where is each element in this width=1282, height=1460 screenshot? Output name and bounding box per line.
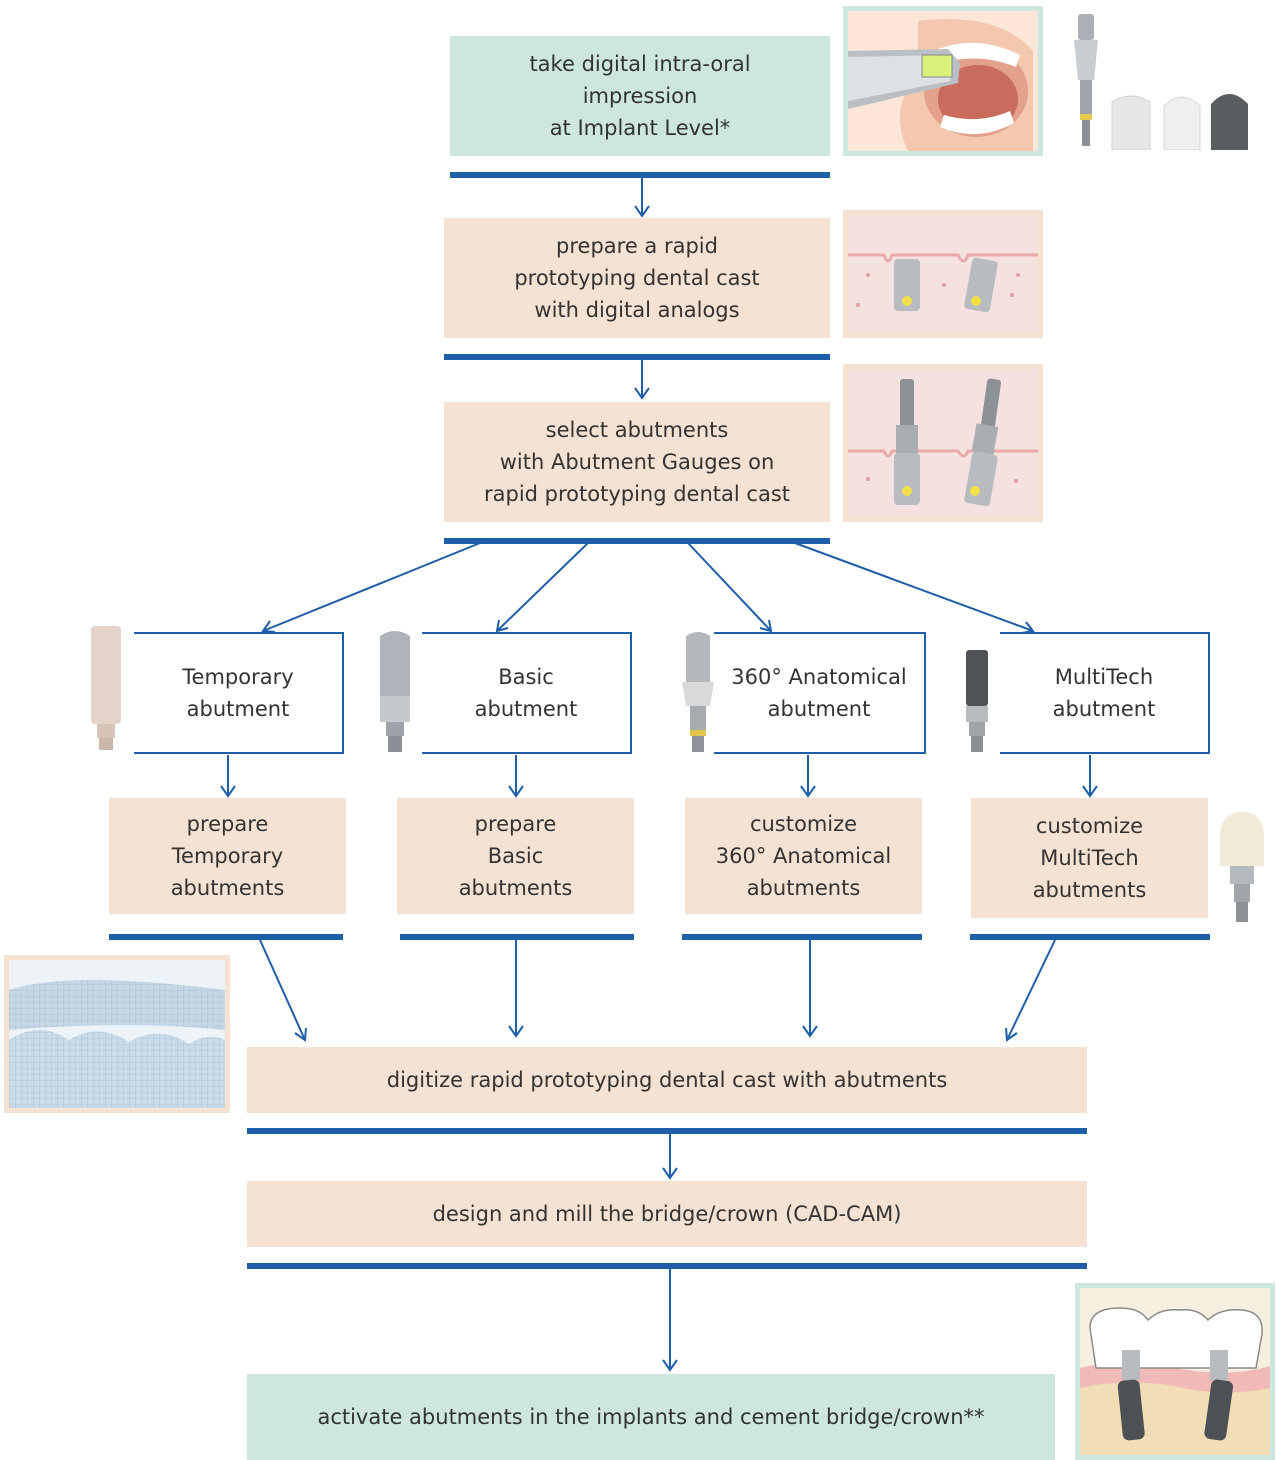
action-text: MultiTech (1040, 846, 1139, 870)
arrow (634, 360, 650, 400)
step-design-box: design and mill the bridge/crown (CAD-CA… (247, 1181, 1087, 1247)
divider-bar (400, 934, 634, 940)
basic-abutment-image (372, 626, 418, 754)
step-text: prototyping dental cast (514, 266, 760, 290)
arrow (508, 755, 524, 798)
step-text: with Abutment Gauges on (499, 450, 775, 474)
step-text: digitize rapid prototyping dental cast w… (386, 1068, 948, 1092)
arrow (800, 755, 816, 798)
arrow (508, 940, 524, 1038)
action-text: 360° Anatomical (715, 844, 892, 868)
abutment-type-text: abutment (474, 697, 578, 721)
step-text: impression (582, 84, 698, 108)
arrow (662, 1269, 678, 1372)
step-text: design and mill the bridge/crown (CAD-CA… (432, 1202, 902, 1226)
step-text: take digital intra-oral (529, 52, 751, 76)
divider-bar (247, 1263, 1087, 1269)
arrow (802, 940, 818, 1038)
abutment-type-text: abutment (1052, 697, 1156, 721)
abutment-type-basic: Basic abutment (422, 632, 632, 754)
arrow (261, 542, 481, 633)
anatomical-abutment-image (678, 626, 718, 754)
action-text: abutments (1032, 878, 1147, 902)
step-text: at Implant Level* (549, 116, 731, 140)
abutment-type-text: MultiTech (1054, 665, 1154, 689)
divider-bar (682, 934, 922, 940)
step-activate-box: activate abutments in the implants and c… (247, 1374, 1055, 1460)
action-text: prepare (186, 812, 269, 836)
arrow (687, 542, 773, 633)
implant-bridge-illustration (1075, 1283, 1275, 1460)
intraoral-scan-illustration (843, 6, 1043, 156)
divider-bar (444, 354, 830, 360)
abutment-type-text: Temporary (182, 665, 294, 689)
step-text: prepare a rapid (556, 234, 718, 258)
action-text: customize (749, 812, 858, 836)
multitech-abutment-image (960, 650, 994, 754)
step-cast-box: prepare a rapid prototyping dental cast … (444, 218, 830, 338)
action-text: prepare (474, 812, 557, 836)
arrow (1082, 755, 1098, 798)
divider-bar (444, 538, 830, 544)
action-text: Basic (487, 844, 544, 868)
arrow (1005, 939, 1056, 1042)
abutment-gauges-illustration (843, 364, 1043, 522)
divider-bar (450, 172, 830, 178)
step-select-box: select abutments with Abutment Gauges on… (444, 402, 830, 522)
abutment-type-multitech: MultiTech abutment (1000, 632, 1210, 754)
step-text: activate abutments in the implants and c… (317, 1405, 985, 1429)
multitech-crown-abutment-image (1212, 808, 1272, 924)
arrow (220, 755, 236, 798)
action-text: abutments (170, 876, 285, 900)
action-text: customize (1035, 814, 1144, 838)
abutment-type-text: abutment (186, 697, 290, 721)
arrow (259, 939, 307, 1042)
action-anatomical-box: customize 360° Anatomical abutments (685, 798, 922, 914)
abutment-type-text: Basic (498, 665, 554, 689)
temporary-abutment-image (86, 626, 126, 752)
step-impression-box: take digital intra-oral impression at Im… (450, 36, 830, 156)
abutment-type-anatomical: 360° Anatomical abutment (714, 632, 926, 754)
divider-bar (247, 1128, 1087, 1134)
step-text: with digital analogs (534, 298, 740, 322)
arrow (634, 178, 650, 218)
action-text: abutments (458, 876, 573, 900)
abutment-type-text: 360° Anatomical (731, 665, 907, 689)
step-text: select abutments (545, 418, 729, 442)
action-text: Temporary (171, 844, 284, 868)
impression-components-image (1068, 10, 1253, 150)
divider-bar (970, 934, 1210, 940)
step-digitize-box: digitize rapid prototyping dental cast w… (247, 1047, 1087, 1113)
step-text: rapid prototyping dental cast (483, 482, 790, 506)
arrow (794, 542, 1035, 634)
divider-bar (109, 934, 343, 940)
arrow (495, 542, 589, 633)
implant-left (1117, 1350, 1145, 1441)
action-text: abutments (746, 876, 861, 900)
abutment-type-temporary: Temporary abutment (134, 632, 344, 754)
arrow (662, 1134, 678, 1180)
dental-cast-analogs-illustration (843, 210, 1043, 338)
implant-right (1204, 1350, 1234, 1441)
abutment-type-text: abutment (767, 697, 871, 721)
digital-dental-scan-image (4, 955, 230, 1113)
